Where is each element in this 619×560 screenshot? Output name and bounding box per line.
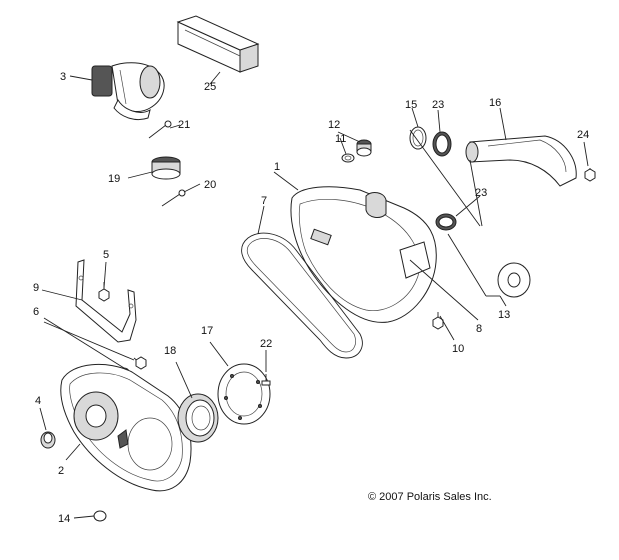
callout-23-bottom: 23 [475, 187, 487, 199]
part-25-foam-block [176, 15, 260, 73]
callout-8: 8 [476, 323, 482, 335]
callout-6: 6 [33, 306, 39, 318]
part-11-washer [341, 153, 355, 163]
callout-12: 12 [328, 119, 340, 131]
part-7-drive-belt [241, 232, 363, 359]
callout-23-top: 23 [432, 99, 444, 111]
part-13-gasket [497, 262, 531, 298]
callout-4: 4 [35, 395, 41, 407]
part-20-screw [161, 189, 186, 207]
part-21-screw [148, 120, 172, 139]
callout-2: 2 [58, 465, 64, 477]
part-2-inner-cover [60, 363, 192, 492]
callout-16: 16 [489, 97, 501, 109]
part-17-plate [217, 363, 271, 425]
callout-10: 10 [452, 343, 464, 355]
callout-19: 19 [108, 173, 120, 185]
callout-11: 11 [335, 133, 346, 145]
part-23-hose-clamp-top [432, 131, 452, 157]
callout-5: 5 [103, 249, 109, 261]
part-15-clamp [409, 126, 427, 150]
callout-22: 22 [260, 338, 272, 350]
callout-1: 1 [274, 161, 280, 173]
part-3-intake-duct [91, 62, 165, 121]
part-18-seal [177, 393, 219, 443]
callout-25: 25 [204, 81, 216, 93]
callout-7: 7 [261, 195, 267, 207]
callout-14: 14 [58, 513, 70, 525]
part-22-screw [261, 374, 271, 386]
part-23-hose-clamp-bottom [435, 213, 457, 231]
callout-20: 20 [204, 179, 216, 191]
part-12-plug [356, 139, 372, 157]
part-1-clutch-cover [290, 186, 437, 323]
part-19-clamp [151, 156, 181, 180]
part-4-bushing [40, 431, 56, 449]
callout-17: 17 [201, 325, 213, 337]
callout-15: 15 [405, 99, 417, 111]
part-14-o-ring [93, 510, 107, 522]
callout-18: 18 [164, 345, 176, 357]
part-10-bolt [432, 312, 444, 330]
callout-9: 9 [33, 282, 39, 294]
callout-21: 21 [178, 119, 190, 131]
part-16-outlet-duct [465, 135, 577, 187]
callout-3: 3 [60, 71, 66, 83]
leader-lines [39, 71, 589, 519]
part-9-bracket [75, 259, 137, 343]
part-24-bolt [584, 168, 596, 182]
callout-24: 24 [577, 129, 589, 141]
callout-13: 13 [498, 309, 510, 321]
copyright-notice: © 2007 Polaris Sales Inc. [368, 491, 492, 503]
